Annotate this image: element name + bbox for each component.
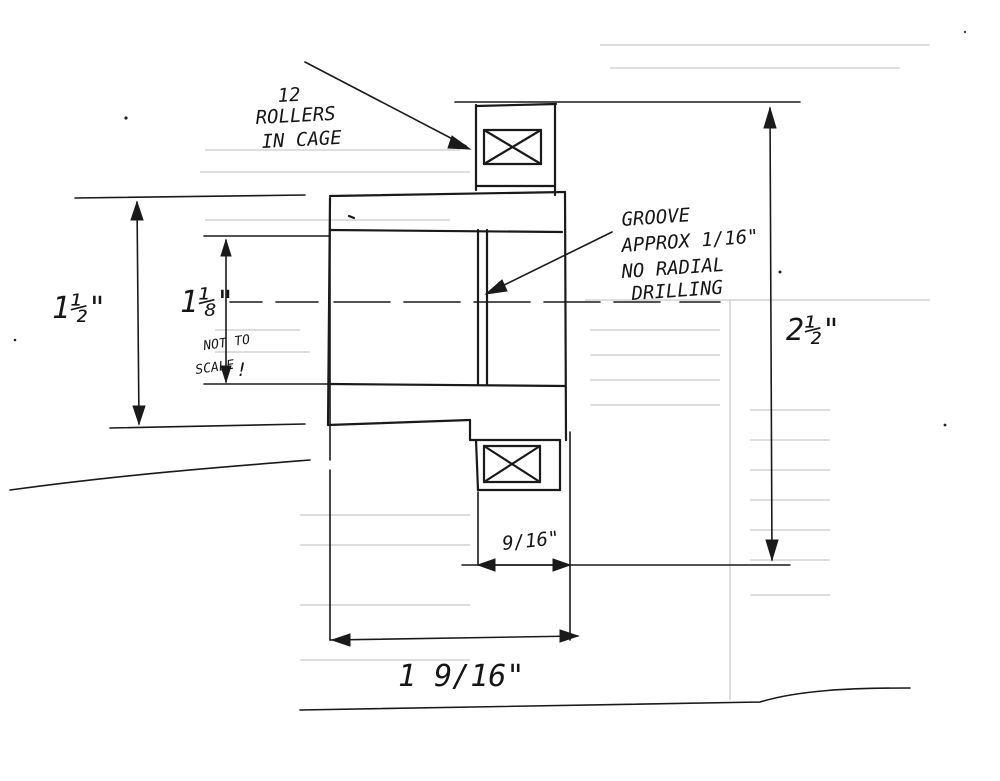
dim-right-outer	[454, 101, 801, 566]
rollers-note-line2: ROLLERS	[255, 103, 336, 129]
dim-left-inner-label: 1⅛"	[180, 285, 234, 320]
show-through-text	[200, 44, 930, 700]
not-to-scale-mark: !	[236, 359, 247, 381]
rollers-note-line3: IN CAGE	[261, 127, 343, 153]
dim-cage-width-label: 9/16"	[501, 527, 560, 555]
dim-right-outer-label: 2½"	[786, 313, 840, 348]
groove-note-line2: APPROX 1/16"	[620, 225, 759, 257]
groove-note-line1: GROOVE	[621, 204, 692, 231]
shaft-body	[326, 190, 568, 641]
dim-left-outer	[130, 200, 146, 426]
groove	[476, 228, 489, 386]
not-to-scale-line1: NOT TO	[201, 333, 251, 355]
dim-overall-length	[329, 629, 580, 647]
dim-overall-length-label: 1 9/16"	[398, 659, 524, 694]
annotations: 12 ROLLERS IN CAGE GROOVE APPROX 1/16" N…	[52, 84, 840, 694]
upper-roller-cage	[474, 102, 558, 197]
dim-left-outer-label: 1½"	[52, 291, 106, 326]
not-to-scale-line2: SCALE	[194, 358, 235, 378]
paper-edges	[9, 194, 911, 711]
lower-roller-cage	[474, 431, 571, 641]
leader-lines	[304, 61, 613, 295]
dim-left-inner	[203, 235, 331, 385]
dim-cage-width	[476, 558, 572, 572]
scan-specks	[13, 30, 967, 427]
rollers-note-line1: 12	[277, 84, 301, 107]
